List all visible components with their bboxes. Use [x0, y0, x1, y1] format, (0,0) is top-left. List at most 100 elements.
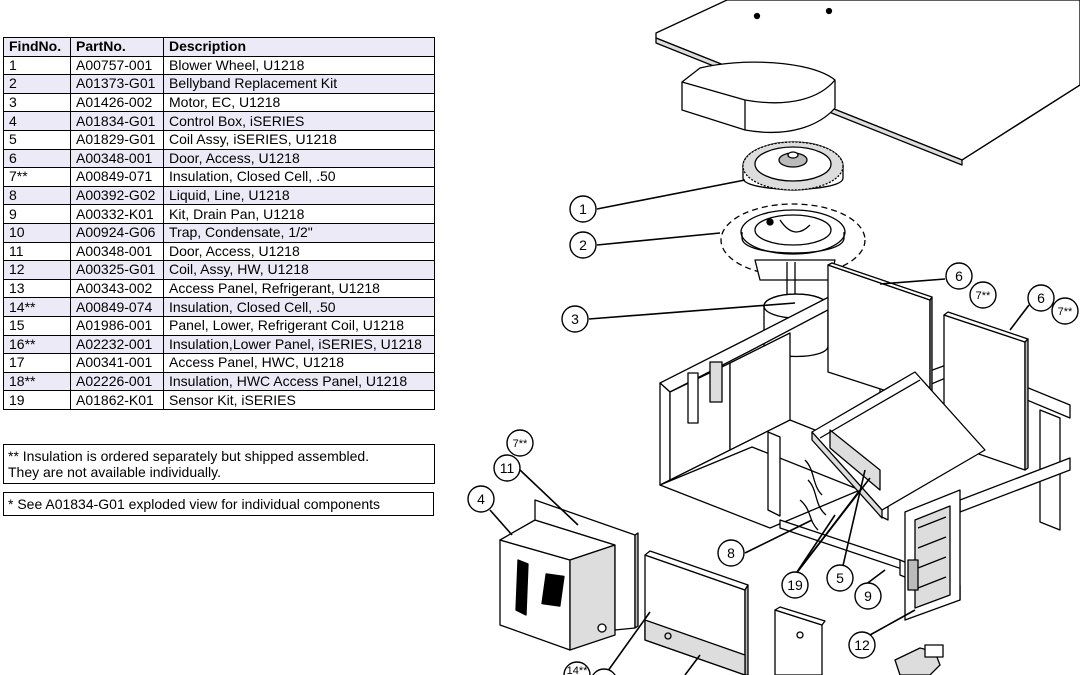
- callout-label-9: 9: [864, 588, 872, 604]
- callout-label-4: 4: [477, 491, 485, 507]
- header-findno: FindNo.: [3, 37, 71, 57]
- cell-findno: 14**: [3, 297, 71, 317]
- cell-description: Sensor Kit, iSERIES: [163, 390, 435, 410]
- see-also-note: * See A01834-G01 exploded view for indiv…: [3, 492, 434, 516]
- callout-circle-7c: [506, 429, 534, 457]
- refrigerant-access-panel-part: [644, 550, 749, 675]
- callout-label-19: 19: [787, 577, 803, 593]
- callout-circle-7a: [969, 281, 997, 309]
- cell-partno: A01986-001: [70, 315, 164, 336]
- callout-circles: [467, 195, 1079, 675]
- cabinet-frame: [659, 279, 1071, 601]
- callout-circle-9: [854, 582, 882, 610]
- cell-findno: 17: [3, 353, 71, 373]
- cell-description: Trap, Condensate, 1/2": [163, 222, 435, 243]
- callout-label-12: 12: [854, 637, 870, 653]
- cell-description: Coil, Assy, HW, U1218: [163, 260, 435, 280]
- blower-housing: [681, 61, 836, 134]
- callout-circle-12: [848, 631, 876, 659]
- cell-partno: A02226-001: [70, 371, 164, 392]
- condensate-trap-part: [894, 644, 944, 675]
- insulation-note-line2: They are not available individually.: [8, 464, 221, 480]
- cell-description: Control Box, iSERIES: [163, 111, 435, 131]
- cell-partno: A00343-002: [70, 278, 164, 299]
- callout-label-3: 3: [571, 311, 579, 327]
- hot-water-coil-part: [904, 489, 961, 621]
- callout-circle-19: [781, 571, 809, 599]
- callout-label-7a: 7**: [976, 290, 991, 302]
- see-also-note-text: * See A01834-G01 exploded view for indiv…: [8, 496, 381, 512]
- cell-description: Insulation, Closed Cell, .50: [163, 297, 435, 317]
- cell-description: Insulation, HWC Access Panel, U1218: [163, 371, 435, 392]
- cell-partno: A00757-001: [70, 55, 164, 76]
- cell-findno: 3: [3, 92, 71, 113]
- leader-lines: [489, 179, 1030, 675]
- cell-findno: 18**: [3, 371, 71, 392]
- cell-partno: A00348-001: [70, 241, 164, 262]
- cell-partno: A01834-G01: [70, 111, 164, 131]
- cell-description: Access Panel, Refrigerant, U1218: [163, 278, 435, 299]
- lower-panel-part: [774, 606, 826, 675]
- control-box-door-part: [534, 499, 639, 631]
- callout-label-6b: 6: [1037, 290, 1045, 306]
- cell-partno: A01426-002: [70, 92, 164, 113]
- cell-description: Insulation, Closed Cell, .50: [163, 167, 435, 187]
- callout-circle-3: [561, 305, 589, 333]
- callout-label-5: 5: [836, 570, 844, 586]
- cell-partno: A00325-G01: [70, 260, 164, 280]
- bellyband-ring-part: [720, 203, 866, 277]
- coil-assembly-part: [799, 371, 986, 531]
- callout-circle-7b: [1051, 297, 1079, 325]
- cell-findno: 8: [3, 185, 71, 206]
- cell-findno: 13: [3, 278, 71, 299]
- callout-label-7b: 7**: [1058, 306, 1073, 318]
- callout-circle-4: [467, 485, 495, 513]
- callout-labels: 1 2 3 6 7** 6 7** 7** 11 4 8 19 5 9 12 1…: [477, 201, 1073, 675]
- callout-label-11: 11: [500, 460, 515, 476]
- callout-circle-extra: [592, 668, 616, 675]
- callout-label-2: 2: [579, 237, 587, 253]
- cell-description: Door, Access, U1218: [163, 241, 435, 262]
- cell-partno: A00392-G02: [70, 185, 164, 206]
- blower-wheel-part: [742, 141, 844, 191]
- cell-findno: 12: [3, 260, 71, 280]
- cell-partno: A02232-001: [70, 334, 164, 355]
- header-description: Description: [163, 37, 435, 57]
- cell-description: Access Panel, HWC, U1218: [163, 353, 435, 373]
- cell-description: Coil Assy, iSERIES, U1218: [163, 129, 435, 150]
- cell-description: Liquid, Line, U1218: [163, 185, 435, 206]
- callout-circle-8: [717, 539, 745, 567]
- cell-findno: 7**: [3, 167, 71, 187]
- cell-partno: A00341-001: [70, 353, 164, 373]
- cell-partno: A00348-001: [70, 148, 164, 169]
- cell-description: Blower Wheel, U1218: [163, 55, 435, 76]
- cell-description: Door, Access, U1218: [163, 148, 435, 169]
- cell-description: Panel, Lower, Refrigerant Coil, U1218: [163, 315, 435, 336]
- callout-circle-11: [493, 454, 521, 482]
- cell-partno: A00924-G06: [70, 222, 164, 243]
- cell-partno: A01373-G01: [70, 74, 164, 94]
- callout-label-1: 1: [579, 201, 587, 217]
- callout-circle-5: [826, 564, 854, 592]
- callout-label-6a: 6: [955, 268, 963, 284]
- callout-label-7c: 7**: [513, 438, 528, 450]
- table-header-row: FindNo. PartNo. Description: [3, 37, 435, 57]
- callout-label-14: 14**: [567, 665, 589, 675]
- callout-label-8: 8: [727, 545, 735, 561]
- cell-partno: A01829-G01: [70, 129, 164, 150]
- cell-findno: 10: [3, 222, 71, 243]
